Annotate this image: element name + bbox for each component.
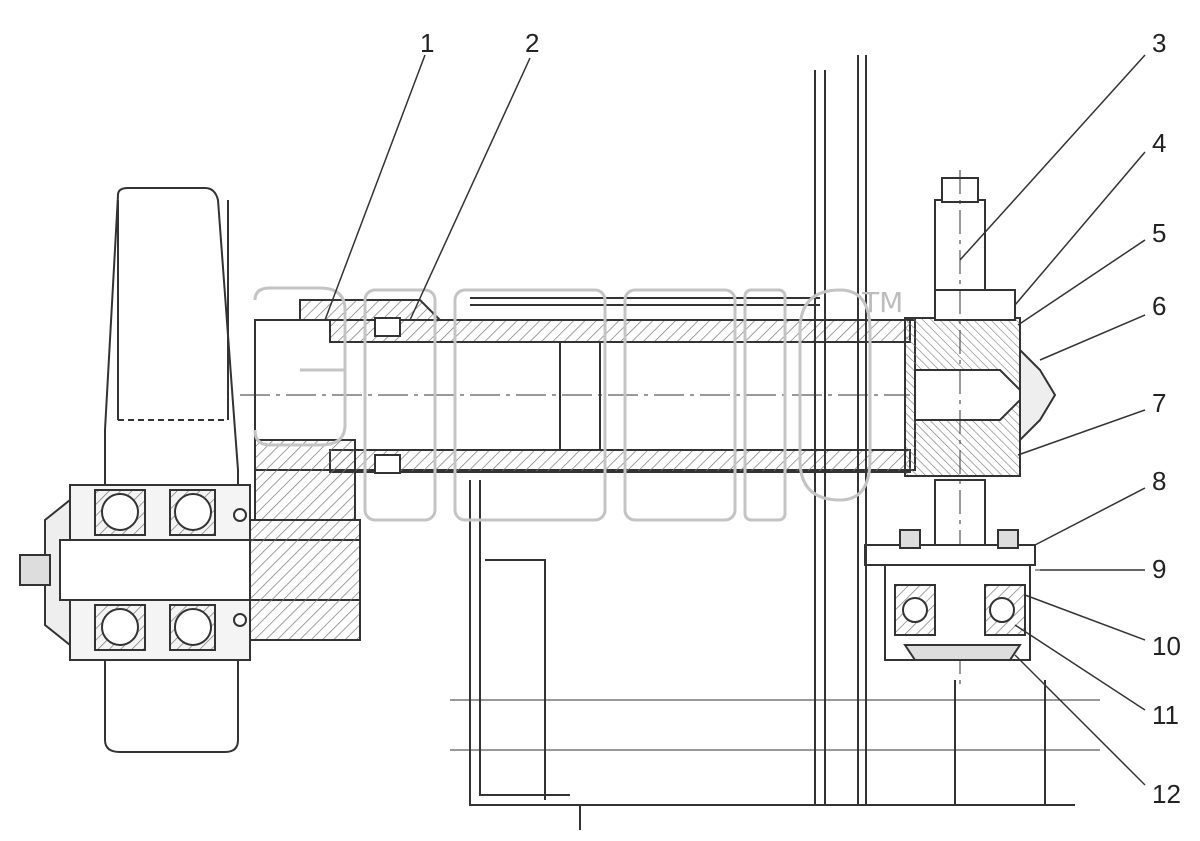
callout-7: 7 xyxy=(1152,388,1166,418)
callout-9: 9 xyxy=(1152,554,1166,584)
callout-2: 2 xyxy=(525,28,539,58)
callout-3: 3 xyxy=(1152,28,1166,58)
callout-4: 4 xyxy=(1152,128,1166,158)
callout-1: 1 xyxy=(420,28,434,58)
spindle xyxy=(904,170,1057,690)
lower-bearing xyxy=(864,529,1036,661)
wheel xyxy=(104,187,239,753)
trademark-mark: ТМ xyxy=(861,286,903,319)
leader-lines xyxy=(324,54,1146,786)
watermark-logo xyxy=(253,286,872,522)
hub-assembly xyxy=(19,484,361,661)
callout-11: 11 xyxy=(1152,700,1179,730)
callout-5: 5 xyxy=(1152,218,1166,248)
callout-8: 8 xyxy=(1152,466,1166,496)
callout-12: 12 xyxy=(1152,779,1181,809)
axle-tube xyxy=(240,297,916,521)
callout-6: 6 xyxy=(1152,291,1166,321)
callout-10: 10 xyxy=(1152,631,1181,661)
